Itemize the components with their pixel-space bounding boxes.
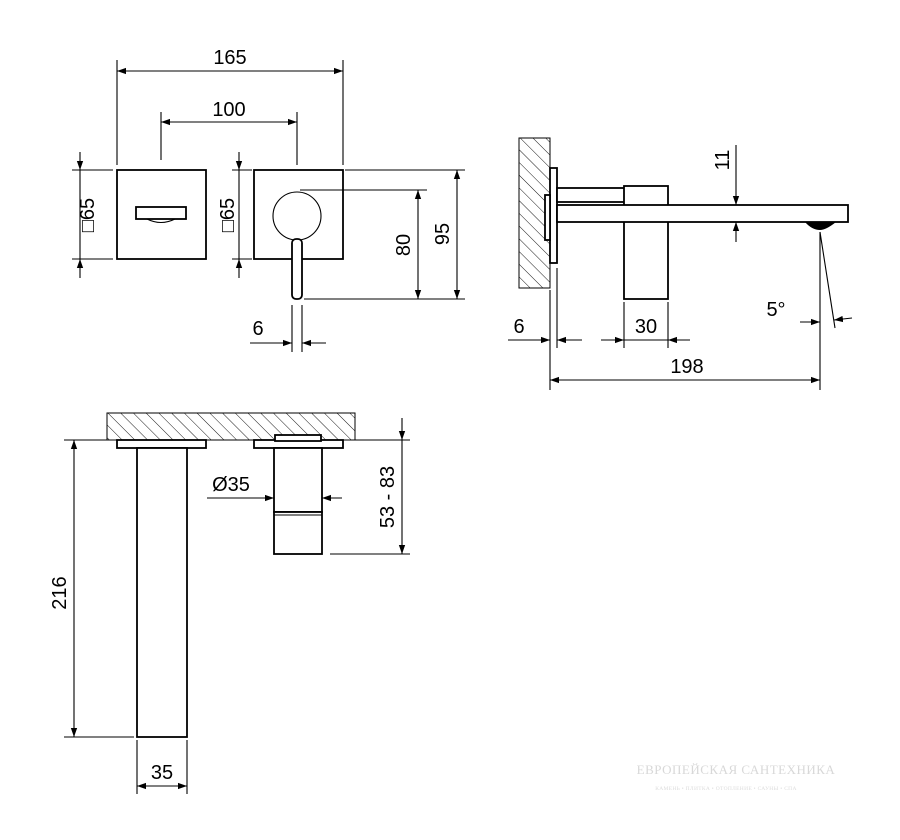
- dim-198: 198: [670, 356, 703, 378]
- dim-right-plate: □65: [217, 198, 239, 232]
- dim-165: 165: [213, 47, 246, 69]
- dim-30: 30: [635, 316, 657, 338]
- lever-handle: [291, 238, 303, 300]
- dim-6-lever: 6: [252, 318, 263, 340]
- side-plate: [549, 167, 558, 264]
- plan-spout: [136, 447, 188, 738]
- side-lever-body: [623, 185, 669, 300]
- dim-53-83: 53 - 83: [377, 466, 399, 528]
- side-aerator: [805, 222, 836, 230]
- plan-cartridge-top: [274, 434, 322, 442]
- plan-view: 216 35 Ø35 53 - 83: [49, 412, 410, 794]
- watermark-subtitle: КАМЕНЬ • ПЛИТКА • ОТОПЛЕНИЕ • САУНЫ • СП…: [655, 786, 796, 792]
- plan-plate-left: [116, 439, 207, 449]
- dim-5deg: 5°: [766, 299, 785, 321]
- watermark-title: ЕВРОПЕЙСКАЯ САНТЕХНИКА: [637, 762, 836, 777]
- dim-35: 35: [151, 762, 173, 784]
- left-plate-aerator: [146, 218, 176, 224]
- left-plate-slot: [135, 206, 187, 220]
- dim-diameter-35: Ø35: [212, 474, 250, 496]
- dim-100: 100: [212, 99, 245, 121]
- watermark: ЕВРОПЕЙСКАЯ САНТЕХНИКА КАМЕНЬ • ПЛИТКА •…: [637, 762, 836, 792]
- side-view: 11 6 30 5° 198: [508, 137, 853, 390]
- dim-95: 95: [432, 223, 454, 245]
- front-view: 165 100 □65 □65 80 95 6: [72, 47, 465, 352]
- dim-11: 11: [712, 150, 734, 171]
- dim-left-plate: □65: [77, 198, 99, 232]
- side-spout: [556, 204, 849, 223]
- dim-216: 216: [49, 576, 71, 609]
- dim-80: 80: [393, 234, 415, 256]
- dim-6-wall: 6: [513, 316, 524, 338]
- plan-cartridge-body: [273, 447, 323, 513]
- plan-lever: [273, 511, 323, 555]
- side-plate-inner: [544, 194, 551, 241]
